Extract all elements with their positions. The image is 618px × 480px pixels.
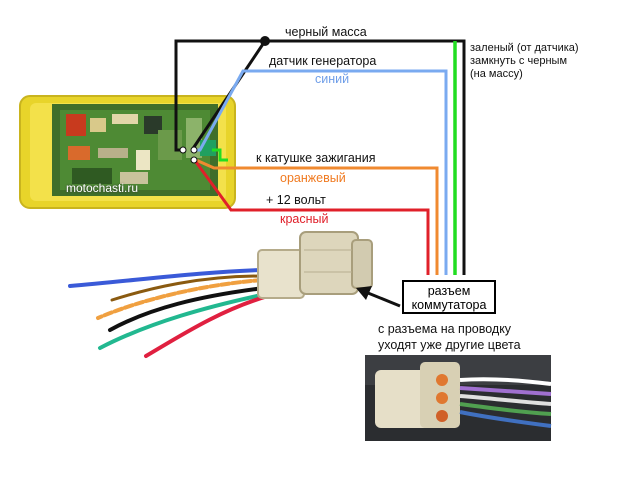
- arrow: [367, 291, 401, 308]
- label-green-note-2: замкнуть с черным: [470, 55, 568, 67]
- label-black-ground: черный масса: [285, 25, 367, 39]
- red-wire: [194, 161, 430, 275]
- label-green-note-3: (на массу): [470, 68, 523, 80]
- orange-wire: [195, 158, 439, 275]
- note-line1: с разъема на проводку: [378, 322, 512, 336]
- label-generator-sensor: датчик генератора: [269, 54, 377, 68]
- connector-label-box: разъем коммутатора: [402, 280, 496, 314]
- watermark-text: motochasti.ru: [66, 181, 139, 195]
- connector-photo: [365, 355, 552, 441]
- black-wire: [174, 39, 466, 275]
- label-ignition-coil: к катушке зажигания: [256, 151, 376, 165]
- connector-label-line1: разъем: [427, 284, 471, 298]
- note-line2: уходят уже другие цвета: [378, 338, 521, 352]
- label-orange: оранжевый: [280, 171, 346, 185]
- label-plus12: + 12 вольт: [266, 193, 326, 207]
- junction-dot: [260, 36, 270, 46]
- label-blue: синий: [315, 72, 350, 86]
- connector-body: [257, 231, 373, 299]
- blue-wire: [196, 69, 448, 275]
- connector-label-line2: коммутатора: [411, 298, 487, 312]
- loose-wires: [68, 268, 270, 358]
- label-red: красный: [280, 212, 329, 226]
- label-green-note-1: заленый (от датчика): [470, 42, 579, 54]
